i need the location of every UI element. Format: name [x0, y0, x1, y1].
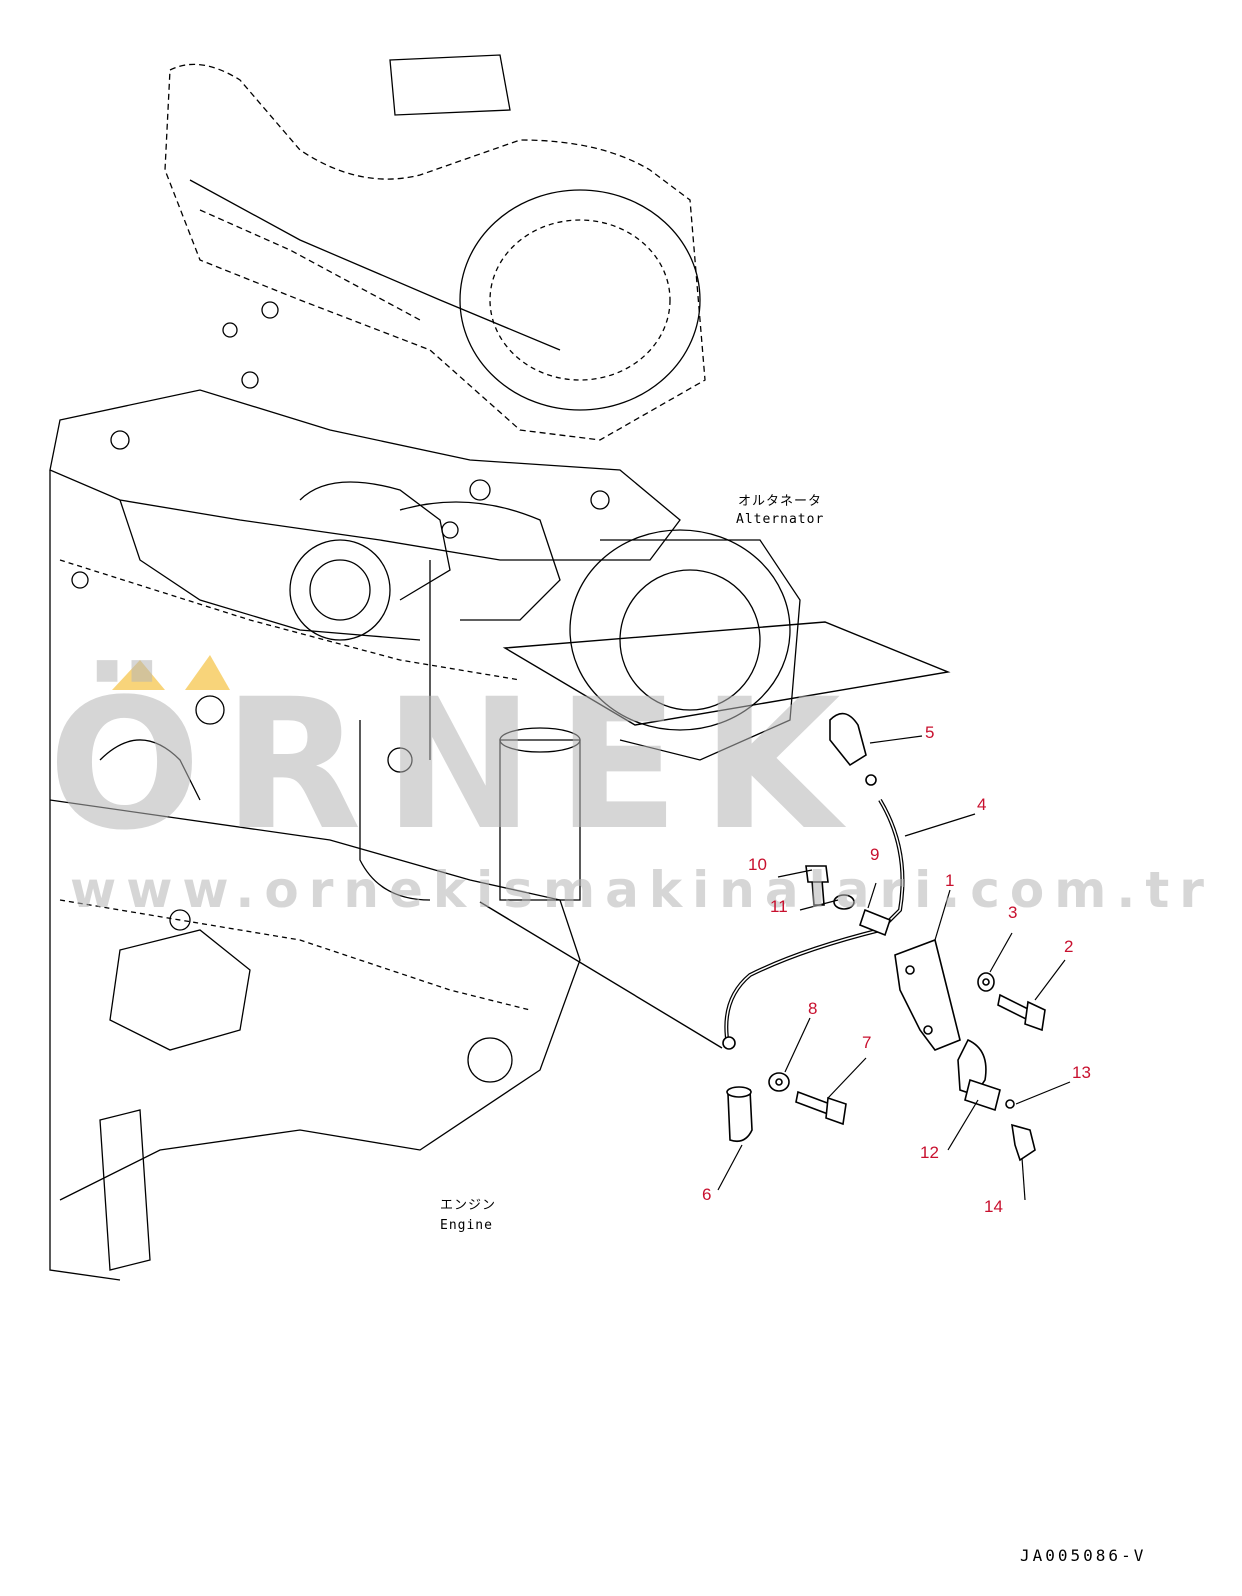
engine-label-en: Engine [440, 1218, 493, 1233]
callout-9: 9 [870, 845, 880, 864]
callout-4: 4 [977, 795, 987, 814]
document-id: JA005086-V [1020, 1546, 1147, 1565]
watermark-url: www.ornekismakinalari.com.tr [70, 861, 1214, 919]
callout-3: 3 [1008, 903, 1018, 922]
watermark-brand: ÖRNEK [48, 661, 863, 870]
callout-1: 1 [945, 871, 955, 890]
callout-7: 7 [862, 1033, 872, 1052]
callout-5: 5 [925, 723, 935, 742]
callout-2: 2 [1064, 937, 1074, 956]
callout-8: 8 [808, 999, 818, 1018]
alternator-label-jp: オルタネータ [738, 494, 823, 509]
callout-12: 12 [920, 1143, 939, 1162]
callout-10: 10 [748, 855, 767, 874]
callout-14: 14 [984, 1197, 1003, 1216]
alternator-label-en: Alternator [736, 512, 825, 527]
callout-6: 6 [702, 1185, 712, 1204]
callout-13: 13 [1072, 1063, 1091, 1082]
engine-label-jp: エンジン [440, 1198, 497, 1213]
callout-11: 11 [770, 897, 788, 916]
